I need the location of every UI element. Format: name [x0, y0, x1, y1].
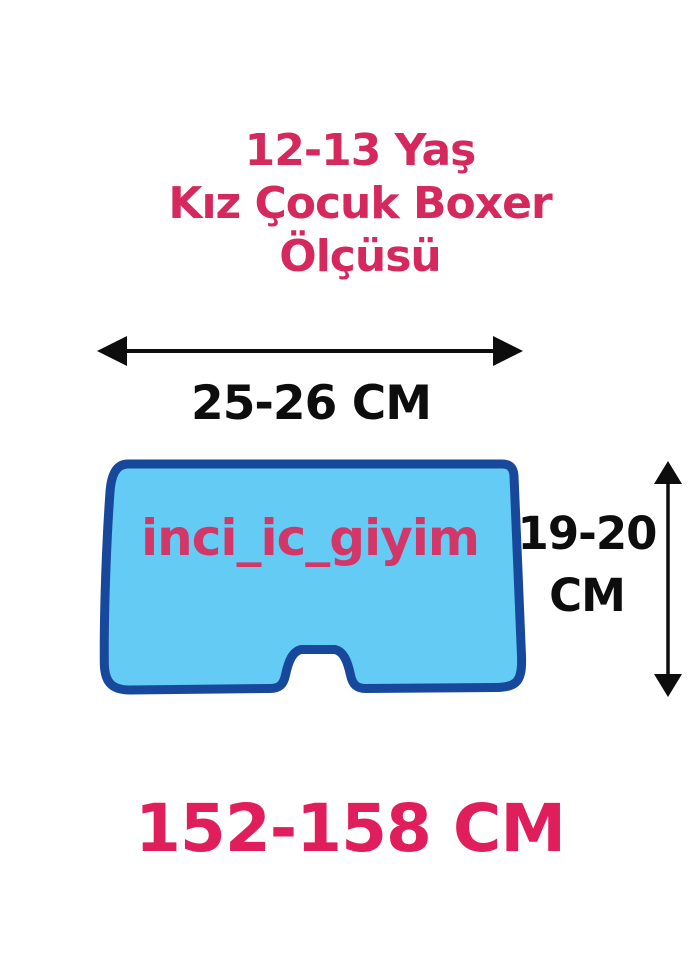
- boxer-shape: [99, 459, 527, 695]
- width-measurement-label: 25-26 CM: [191, 376, 432, 431]
- page-title: 12-13 Yaş Kız Çocuk Boxer Ölçüsü: [10, 124, 700, 283]
- title-product-line: Kız Çocuk Boxer: [168, 178, 552, 229]
- title-measure-line: Ölçüsü: [279, 231, 441, 282]
- width-arrow-icon: [97, 336, 523, 366]
- brand-watermark: inci_ic_giyim: [140, 509, 480, 567]
- height-value-line: 19-20: [517, 507, 658, 560]
- height-measurement-label: 19-20 CM: [512, 503, 662, 627]
- title-age-line: 12-13 Yaş: [244, 125, 477, 176]
- height-arrow-icon: [654, 461, 682, 697]
- height-range-label: 152-158 CM: [134, 790, 566, 867]
- height-unit-line: CM: [549, 569, 626, 622]
